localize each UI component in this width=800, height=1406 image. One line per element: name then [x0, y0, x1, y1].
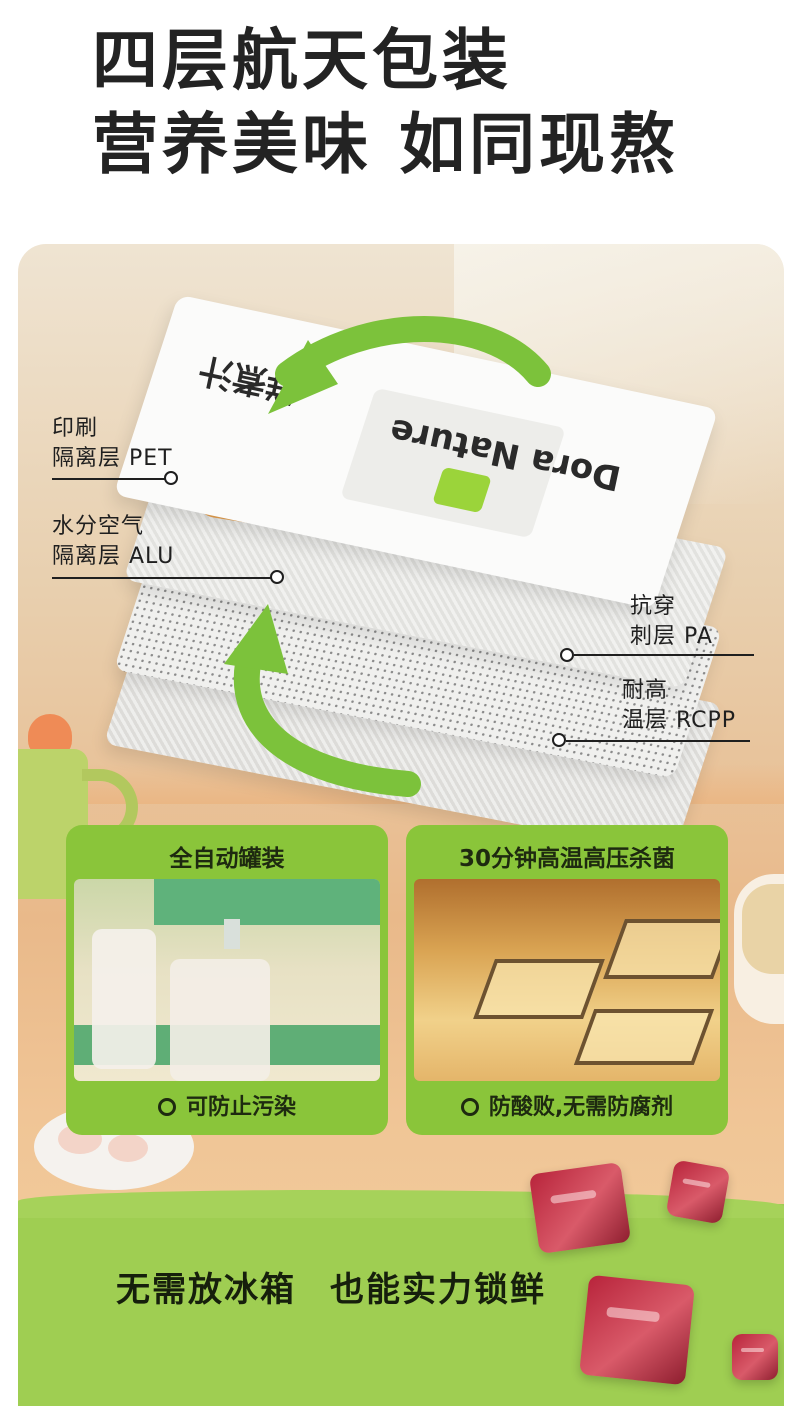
callout-pa: 抗穿 刺层 PA — [630, 594, 713, 649]
callout-pet: 印刷 隔离层 PET — [52, 416, 173, 471]
callout-rcpp-dot — [552, 733, 566, 747]
banner-text: 无需放冰箱也能实力锁鲜 — [116, 1270, 546, 1310]
beef-cube-decoration — [665, 1159, 731, 1225]
callout-rcpp: 耐高 温层 RCPP — [622, 678, 737, 733]
tray — [473, 959, 605, 1019]
pouch-bag — [92, 929, 156, 1069]
tray — [603, 919, 720, 979]
beef-cube-decoration — [528, 1161, 632, 1255]
tray — [573, 1009, 715, 1065]
callout-alu-line — [52, 577, 274, 579]
callout-alu: 水分空气 隔离层 ALU — [52, 514, 175, 569]
product-scene: Dora Nature 鲜煮汁 印刷 隔离层 PET 水分空气 隔离层 ALU … — [18, 244, 784, 1406]
rotate-arrows-icon — [224, 316, 551, 797]
beef-cube-decoration — [732, 1334, 778, 1380]
card-benefit: 防酸败,无需防腐剂 — [406, 1089, 728, 1121]
beef-cube-decoration — [579, 1274, 695, 1386]
headline-line-2: 营养美味 如同现熬 — [92, 106, 679, 183]
callout-pa-line — [574, 654, 754, 656]
packaging-layers-illustration: Dora Nature 鲜煮汁 — [18, 244, 784, 1406]
machine-nozzle — [224, 919, 240, 949]
circle-icon — [157, 1098, 176, 1116]
feature-card-filling: 全自动罐装 可防止污染 — [66, 825, 388, 1135]
callout-pa-dot — [560, 648, 574, 662]
card-benefit: 可防止污染 — [66, 1089, 388, 1121]
feature-card-sterilization: 30分钟高温高压杀菌 防酸败,无需防腐剂 — [406, 825, 728, 1135]
callout-pet-dot — [164, 471, 178, 485]
filling-photo — [74, 879, 380, 1081]
headline-line-1: 四层航天包装 — [92, 22, 512, 99]
card-title: 全自动罐装 — [169, 846, 285, 872]
sterilization-photo — [414, 879, 720, 1081]
callout-rcpp-line — [566, 740, 750, 742]
machine-rail — [154, 879, 380, 925]
callout-pet-line — [52, 478, 170, 480]
circle-icon — [460, 1098, 479, 1116]
pouch-bag — [170, 959, 270, 1081]
shrimp-decoration — [108, 1134, 148, 1162]
callout-alu-dot — [270, 570, 284, 584]
card-title: 30分钟高温高压杀菌 — [458, 846, 675, 872]
bowl-food — [742, 884, 784, 974]
